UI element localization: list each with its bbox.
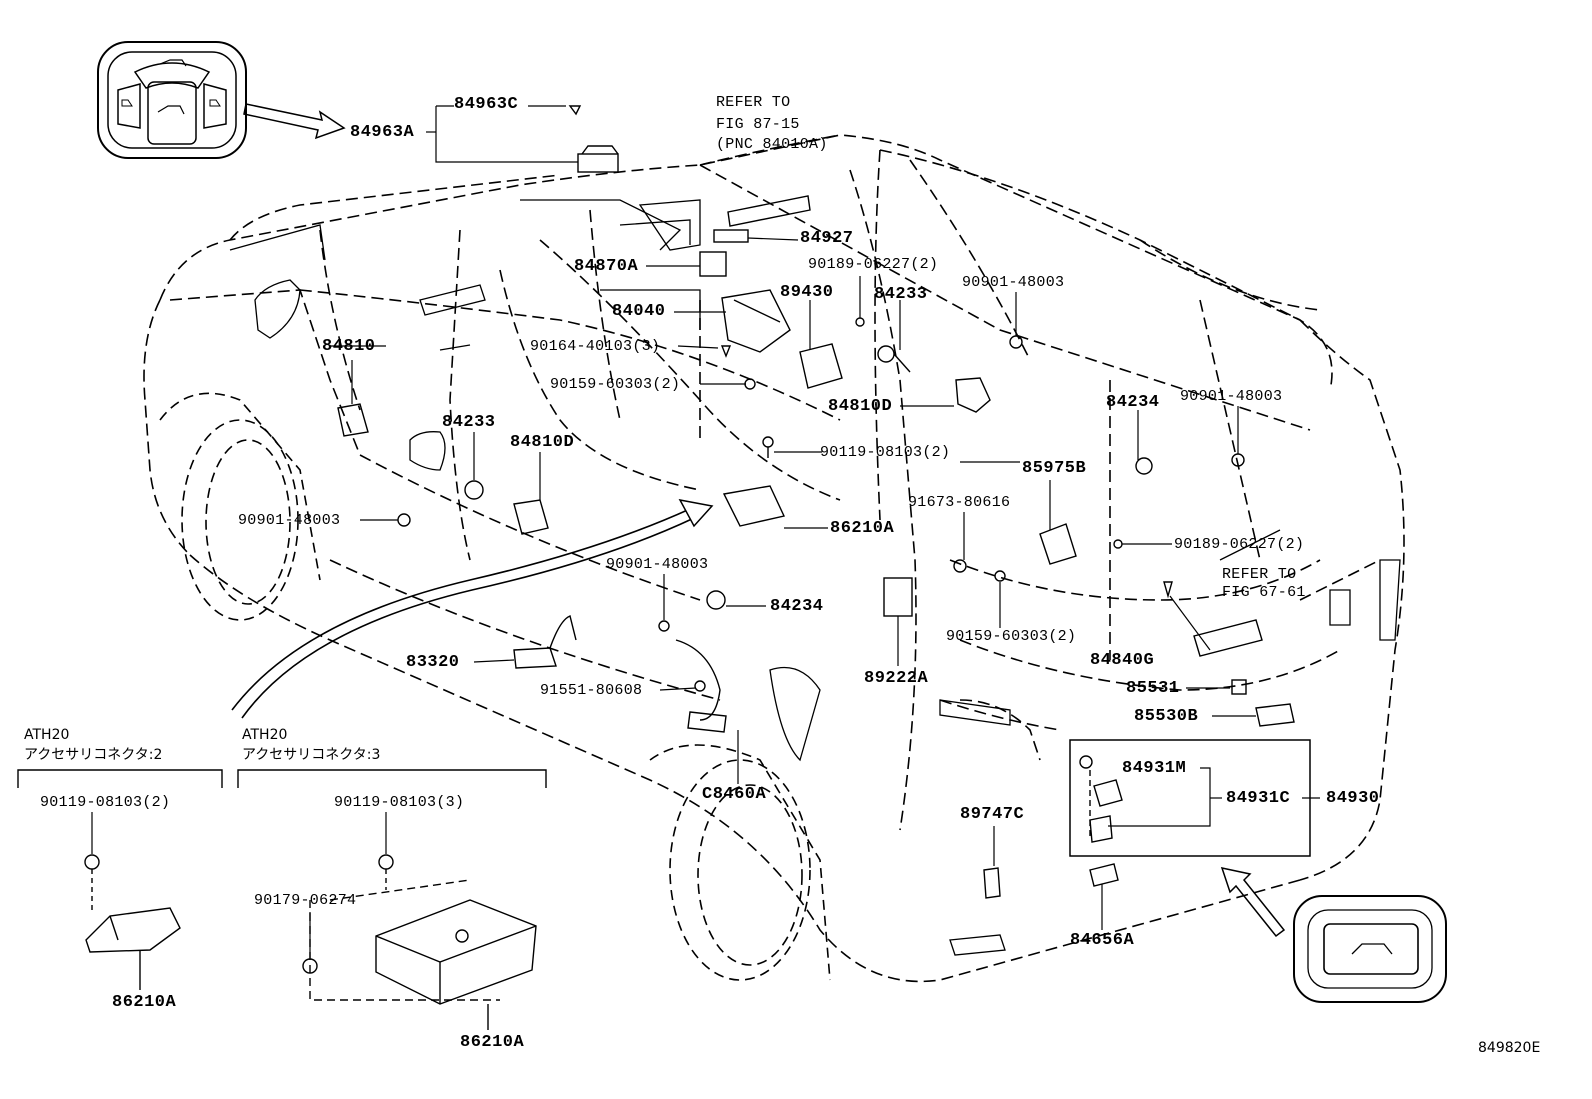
diagram-code: 849820E xyxy=(1478,1040,1541,1056)
label-83320: 83320 xyxy=(406,653,460,672)
label-84810: 84810 xyxy=(322,337,376,356)
switch-panel-inset-icon xyxy=(97,41,247,159)
ath20-right-connector: アクセサリコネクタ:3 xyxy=(242,747,381,763)
label-90159-60303-top: 90159-60303(2) xyxy=(550,376,681,393)
label-84870A: 84870A xyxy=(574,257,639,276)
label-91673-80616: 91673-80616 xyxy=(908,494,1011,511)
refer-to-fig-67-61-line1: REFER TO xyxy=(1222,566,1297,583)
label-89430: 89430 xyxy=(780,283,834,302)
label-84931C: 84931C xyxy=(1226,789,1291,808)
leader-lines xyxy=(91,105,1320,958)
label-90901-48003-top: 90901-48003 xyxy=(962,274,1065,291)
label-90164-40103: 90164-40103(3) xyxy=(530,338,661,355)
label-86210A-inset-left: 86210A xyxy=(112,993,177,1012)
label-84963C: 84963C xyxy=(454,95,519,114)
label-84927: 84927 xyxy=(800,229,854,248)
component-shapes xyxy=(337,105,1295,899)
label-90901-48003-left: 90901-48003 xyxy=(238,512,341,529)
label-86210A-main: 86210A xyxy=(830,519,895,538)
front-wheel xyxy=(159,392,321,621)
label-C8460A: C8460A xyxy=(702,785,767,804)
label-90189-06227-lower: 90189-06227(2) xyxy=(1174,536,1305,553)
label-90179-06274: 90179-06274 xyxy=(254,892,357,909)
refer-to-fig-67-61-line2: FIG 67-61 xyxy=(1222,584,1306,601)
label-90119-08103-main: 90119-08103(2) xyxy=(820,444,951,461)
label-84234-right: 84234 xyxy=(1106,393,1160,412)
label-85975B: 85975B xyxy=(1022,459,1087,478)
label-85530B: 85530B xyxy=(1134,707,1199,726)
back-door-switch-inset-icon xyxy=(1293,895,1447,1003)
label-84233-left: 84233 xyxy=(442,413,496,432)
label-84810D-left: 84810D xyxy=(510,433,575,452)
label-86210A-inset-right: 86210A xyxy=(460,1033,525,1052)
label-90119-08103-inset-right: 90119-08103(3) xyxy=(334,794,465,811)
ath20-right-title: ATH20 xyxy=(242,727,288,743)
label-84233-top: 84233 xyxy=(874,285,928,304)
ath20-left-connector: アクセサリコネクタ:2 xyxy=(24,747,163,763)
label-90901-48003-right: 90901-48003 xyxy=(1180,388,1283,405)
refer-to-fig-87-15-line3: (PNC 84010A) xyxy=(716,136,828,153)
label-84963A: 84963A xyxy=(350,123,415,142)
label-90159-60303-lower: 90159-60303(2) xyxy=(946,628,1077,645)
vehicle-outline xyxy=(143,134,1405,983)
vehicle-interior-details xyxy=(229,199,1401,956)
label-90119-08103-inset-left: 90119-08103(2) xyxy=(40,794,171,811)
label-84234-mid: 84234 xyxy=(770,597,824,616)
label-90189-06227-top: 90189-06227(2) xyxy=(808,256,939,273)
label-89747C: 89747C xyxy=(960,805,1025,824)
label-91551-80608: 91551-80608 xyxy=(540,682,643,699)
label-84810D-right: 84810D xyxy=(828,397,893,416)
label-84840G: 84840G xyxy=(1090,651,1155,670)
label-84656A: 84656A xyxy=(1070,931,1135,950)
label-84040: 84040 xyxy=(612,302,666,321)
label-85531: 85531 xyxy=(1126,679,1180,698)
label-84930: 84930 xyxy=(1326,789,1380,808)
label-89222A: 89222A xyxy=(864,669,929,688)
rear-wheel xyxy=(649,744,831,981)
refer-to-fig-87-15-line1: REFER TO xyxy=(716,94,791,111)
label-90901-48003-mid: 90901-48003 xyxy=(606,556,709,573)
refer-to-fig-87-15-line2: FIG 87-15 xyxy=(716,116,800,133)
label-84931M: 84931M xyxy=(1122,759,1187,778)
ath20-left-title: ATH20 xyxy=(24,727,70,743)
